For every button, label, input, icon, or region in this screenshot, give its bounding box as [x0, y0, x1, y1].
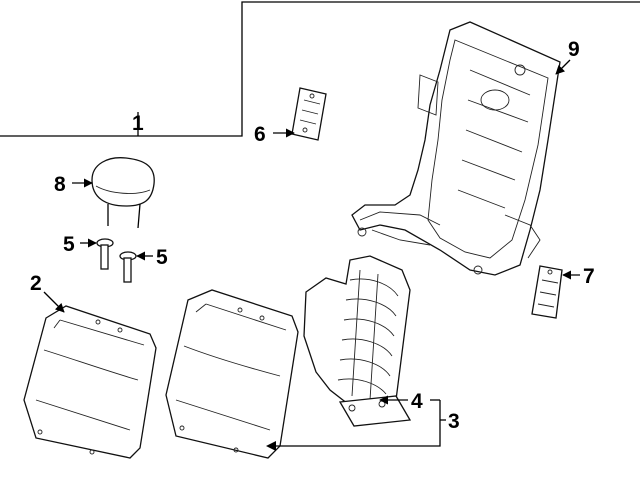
callout-3-bracket — [272, 400, 441, 447]
callout-6: 6 — [254, 123, 266, 146]
headrest-icon — [91, 157, 155, 229]
seatback-frame-icon — [351, 21, 561, 276]
callout-7: 7 — [583, 265, 595, 288]
switch-bezel-icon — [291, 87, 327, 141]
callout-3: 3 — [448, 410, 460, 433]
lock-bezel-icon — [531, 265, 563, 319]
callout-3-arrowhead — [266, 441, 276, 451]
headrest-guide-icon — [96, 238, 137, 283]
callout-5b: 5 — [156, 246, 168, 269]
callout-9-leader — [555, 59, 571, 75]
callout-4: 4 — [411, 390, 423, 413]
seatback-pad-icon — [165, 289, 299, 459]
assembly-boundary — [0, 1, 640, 137]
callout-5a: 5 — [63, 233, 75, 256]
callout-2: 2 — [30, 272, 42, 295]
seatback-cover-icon — [23, 305, 157, 459]
callout-2-leader — [43, 291, 65, 313]
callout-1: 1 — [132, 112, 144, 135]
callout-9: 9 — [568, 38, 580, 61]
seat-spring-icon — [303, 255, 412, 427]
callout-8: 8 — [54, 173, 66, 196]
